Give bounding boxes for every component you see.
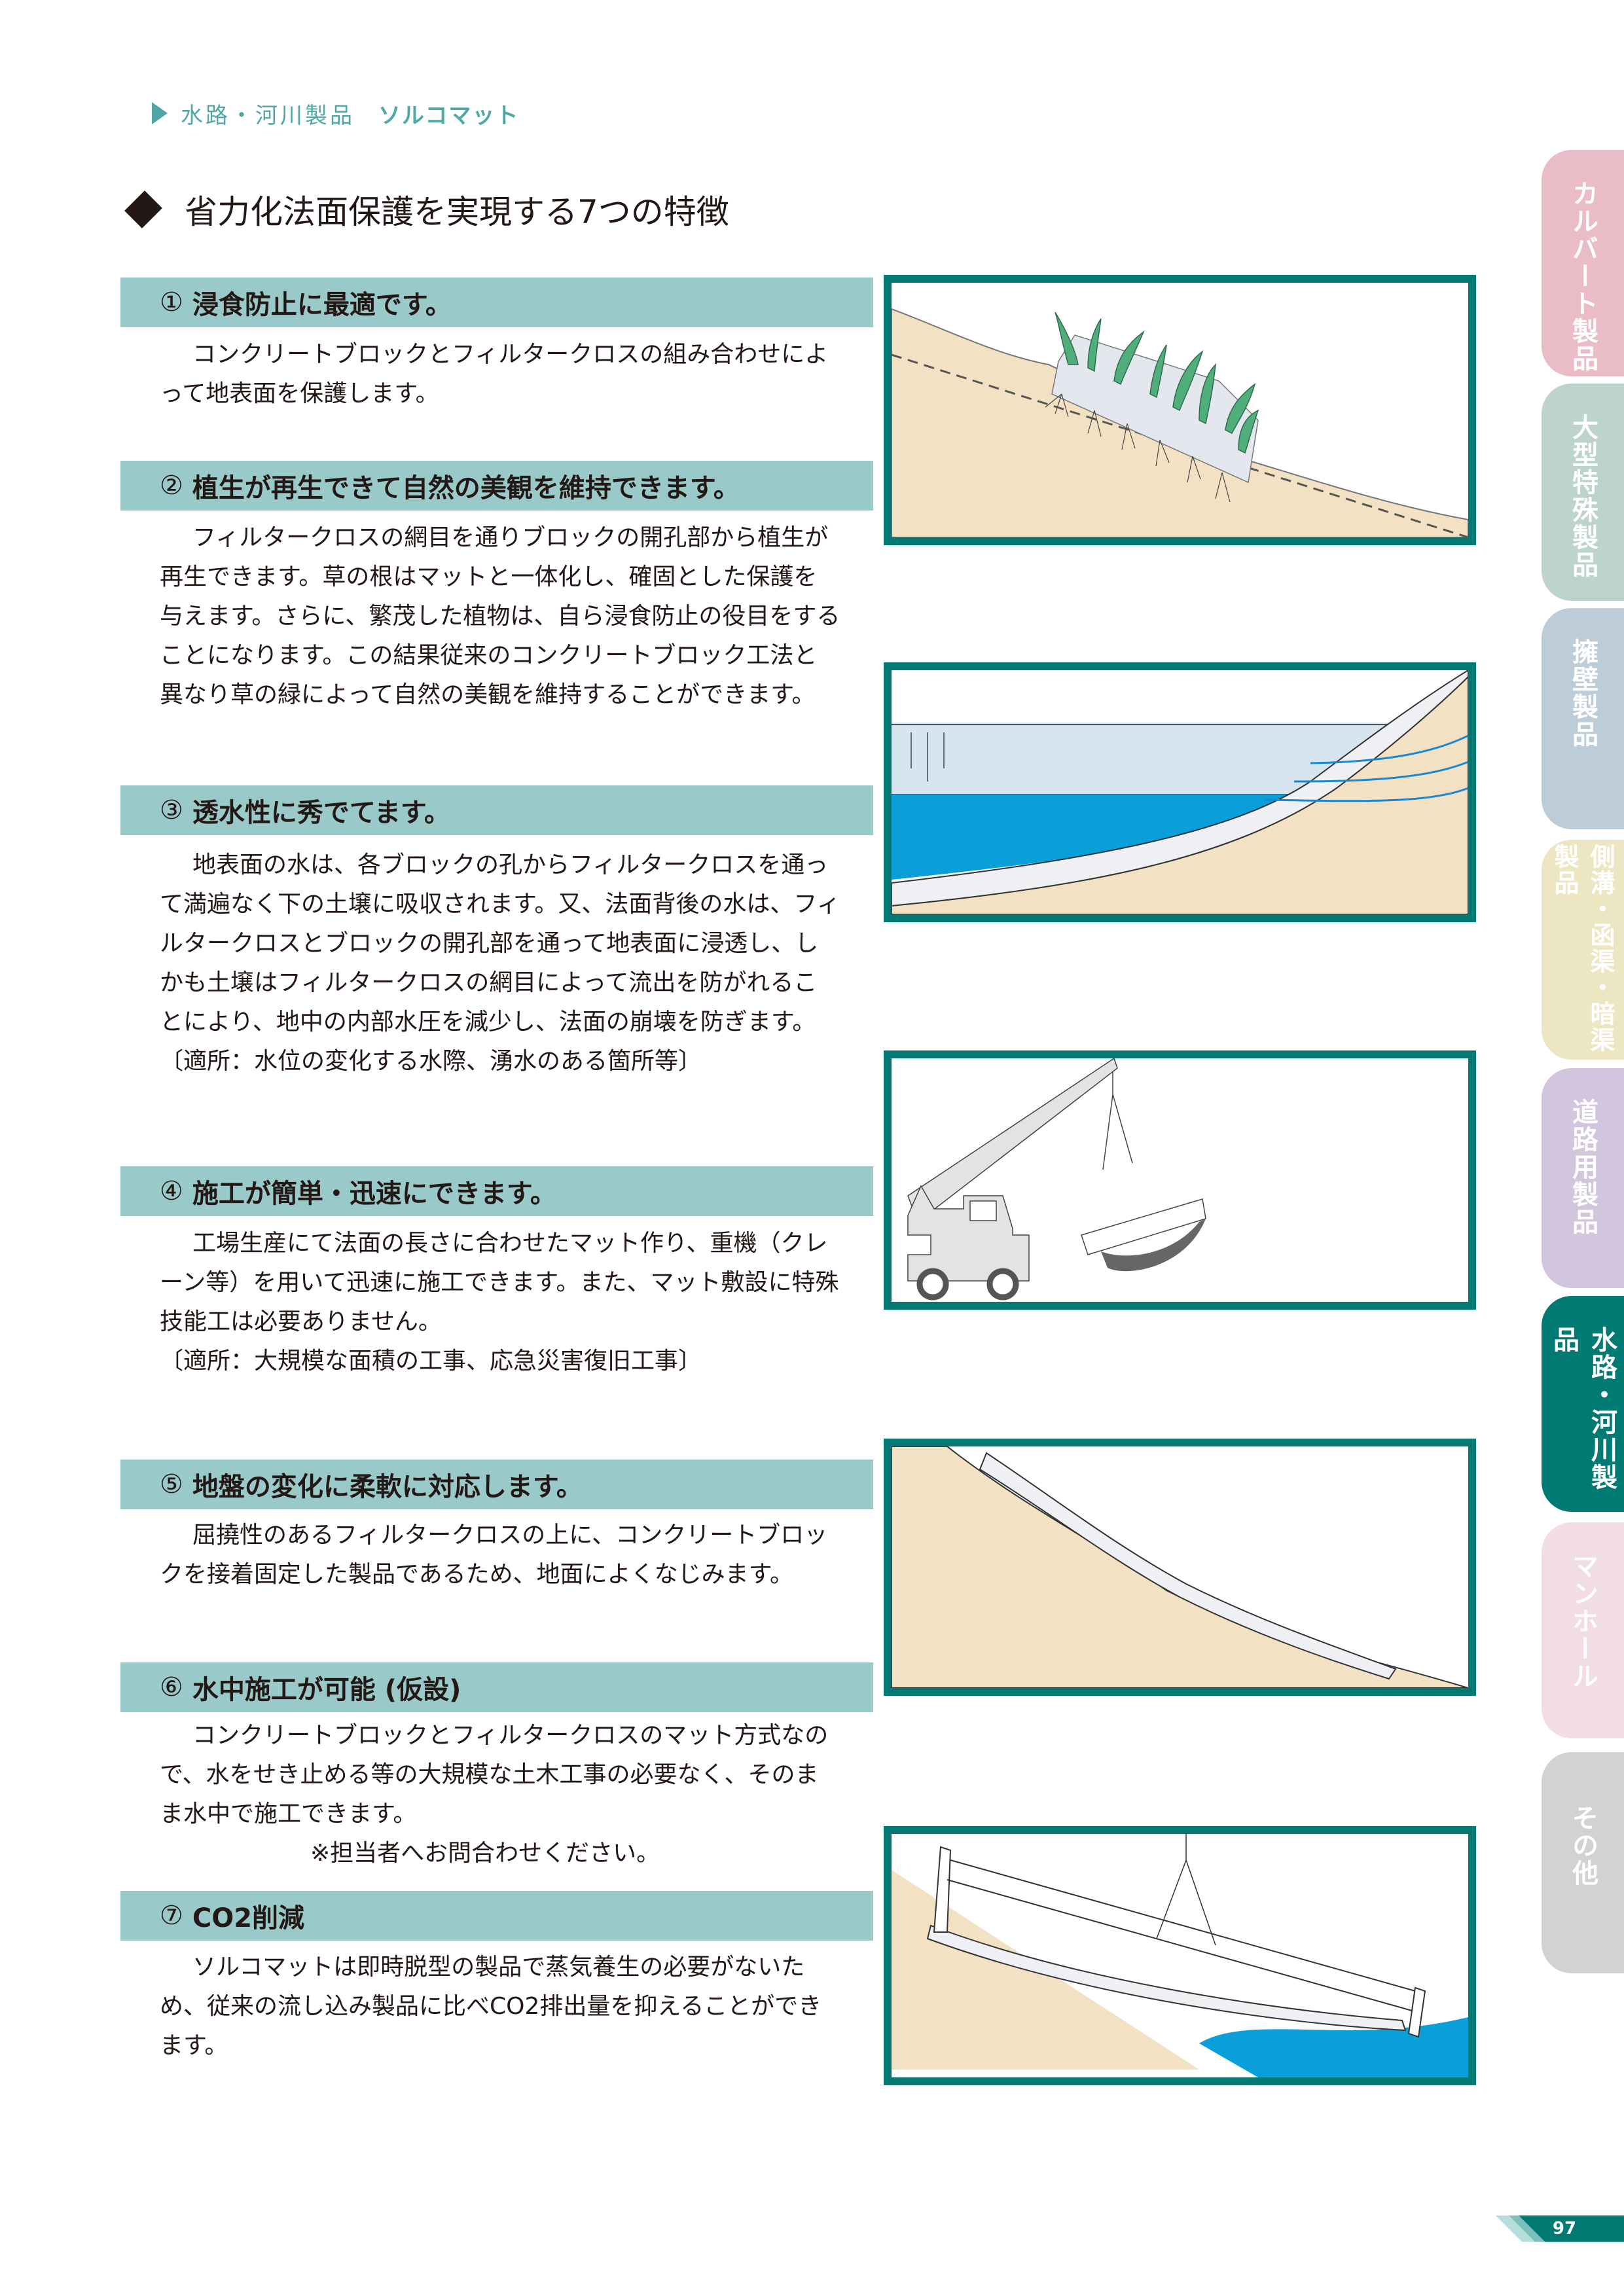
section-title: CO2削減 [192,1903,305,1933]
page-title-text: 省力化法面保護を実現する7つの特徴 [185,193,729,231]
section-text: フィルタークロスの網目を通りブロックの開孔部から植生が再生できます。草の根はマッ… [160,524,840,708]
section-3-header: ③ 透水性に秀でてます。 [120,785,873,835]
side-tab-other[interactable]: その他 [1542,1752,1624,1973]
section-1-header: ① 浸食防止に最適です。 [120,278,873,327]
section-title: 水中施工が可能 (仮設) [192,1675,461,1705]
breadcrumb: 水路・河川製品 ソルコマット [152,97,519,130]
section-3-body: 地表面の水は、各ブロックの孔からフィルタークロスを通って満遍なく下の土壌に吸収さ… [160,846,840,1081]
section-2-body: フィルタークロスの網目を通りブロックの開孔部から植生が再生できます。草の根はマッ… [160,518,840,715]
page-number-band [1496,2215,1624,2242]
page-number: 97 [1552,2219,1577,2238]
section-title: 透水性に秀でてます。 [192,798,450,828]
section-title: 地盤の変化に柔軟に対応します。 [192,1472,583,1502]
section-5-header: ⑤ 地盤の変化に柔軟に対応します。 [120,1460,873,1509]
section-title: 施工が簡単・迅速にできます。 [192,1179,556,1209]
underwater-installation-illustration [884,1826,1476,2085]
page-title: 省力化法面保護を実現する7つの特徴 [124,180,729,239]
spacer [1542,722,1624,752]
section-note: 〔適所：大規模な面積の工事、応急災害復旧工事〕 [160,1348,702,1374]
triangle-right-icon [152,102,168,124]
vegetation-regrowth-illustration [884,275,1476,545]
section-number: ② [160,471,183,501]
section-text: 地表面の水は、各ブロックの孔からフィルタークロスを通って満遍なく下の土壌に吸収さ… [160,852,840,1035]
side-tab-gutter-culvert[interactable]: 側溝・函渠・暗渠製品 [1542,840,1624,1060]
section-number: ③ [160,795,183,825]
side-tab-large-special[interactable]: 大型特殊製品 [1542,384,1624,601]
side-tab-label: その他 [1568,1804,1598,1887]
section-title: 植生が再生できて自然の美観を維持できます。 [192,473,740,503]
section-7-header: ⑦ CO2削減 [120,1891,873,1941]
side-tab-label: 擁壁製品 [1568,638,1598,748]
side-tab-road[interactable]: 道路用製品 [1542,1068,1624,1288]
side-tab-label: 大型特殊製品 [1568,414,1598,579]
section-6-header: ⑥ 水中施工が可能 (仮設) [120,1662,873,1712]
flexible-ground-illustration [884,1439,1476,1696]
section-number: ⑦ [160,1901,183,1931]
section-6-body: コンクリートブロックとフィルタークロスのマット方式なので、水をせき止める等の大規… [160,1716,840,1873]
section-7-body: ソルコマットは即時脱型の製品で蒸気養生の必要がないため、従来の流し込み製品に比べ… [160,1948,840,2066]
section-4-body: 工場生産にて法面の長さに合わせたマット作り、重機（クレーン等）を用いて迅速に施工… [160,1224,840,1381]
crane-installation-illustration [884,1050,1476,1310]
section-4-header: ④ 施工が簡単・迅速にできます。 [120,1166,873,1216]
section-number: ⑤ [160,1469,183,1499]
side-tab-manhole[interactable]: マンホール [1542,1522,1624,1738]
side-tab-label: 水路・河川製品 [1549,1326,1617,1491]
side-tab-label: マンホール [1568,1552,1598,1690]
section-text: コンクリートブロックとフィルタークロスの組み合わせによって地表面を保護します。 [160,341,829,407]
water-permeability-illustration [884,662,1476,922]
section-text: 工場生産にて法面の長さに合わせたマット作り、重機（クレーン等）を用いて迅速に施工… [160,1230,839,1335]
section-1-body: コンクリートブロックとフィルタークロスの組み合わせによって地表面を保護します。 [160,335,840,414]
side-tab-waterway-river[interactable]: 水路・河川製品 [1542,1296,1624,1512]
section-note: ※担当者へお問合わせください。 [310,1840,660,1867]
side-tab-label: 道路用製品 [1568,1098,1598,1236]
side-tab-retaining-wall[interactable]: 擁壁製品 [1542,608,1624,829]
breadcrumb-category[interactable]: 水路・河川製品 [181,102,355,129]
section-2-header: ② 植生が再生できて自然の美観を維持できます。 [120,461,873,511]
section-5-body: 屈撓性のあるフィルタークロスの上に、コンクリートブロックを接着固定した製品である… [160,1516,840,1594]
breadcrumb-product: ソルコマット [378,102,520,129]
section-text: コンクリートブロックとフィルタークロスのマット方式なので、水をせき止める等の大規… [160,1722,829,1827]
side-tab-label: カルバート製品 [1568,180,1598,372]
section-text: ソルコマットは即時脱型の製品で蒸気養生の必要がないため、従来の流し込み製品に比べ… [160,1954,822,2059]
section-number: ① [160,287,183,317]
diamond-bullet-icon [124,190,162,228]
side-tab-label: 側溝・函渠・暗渠製品 [1550,844,1615,1053]
section-note: 〔適所：水位の変化する水際、湧水のある箇所等〕 [160,1048,702,1075]
section-title: 浸食防止に最適です。 [192,290,452,320]
section-text: 屈撓性のあるフィルタークロスの上に、コンクリートブロックを接着固定した製品である… [160,1522,828,1588]
section-number: ⑥ [160,1672,183,1702]
side-tab-culvert[interactable]: カルバート製品 [1542,150,1624,376]
section-number: ④ [160,1176,183,1206]
